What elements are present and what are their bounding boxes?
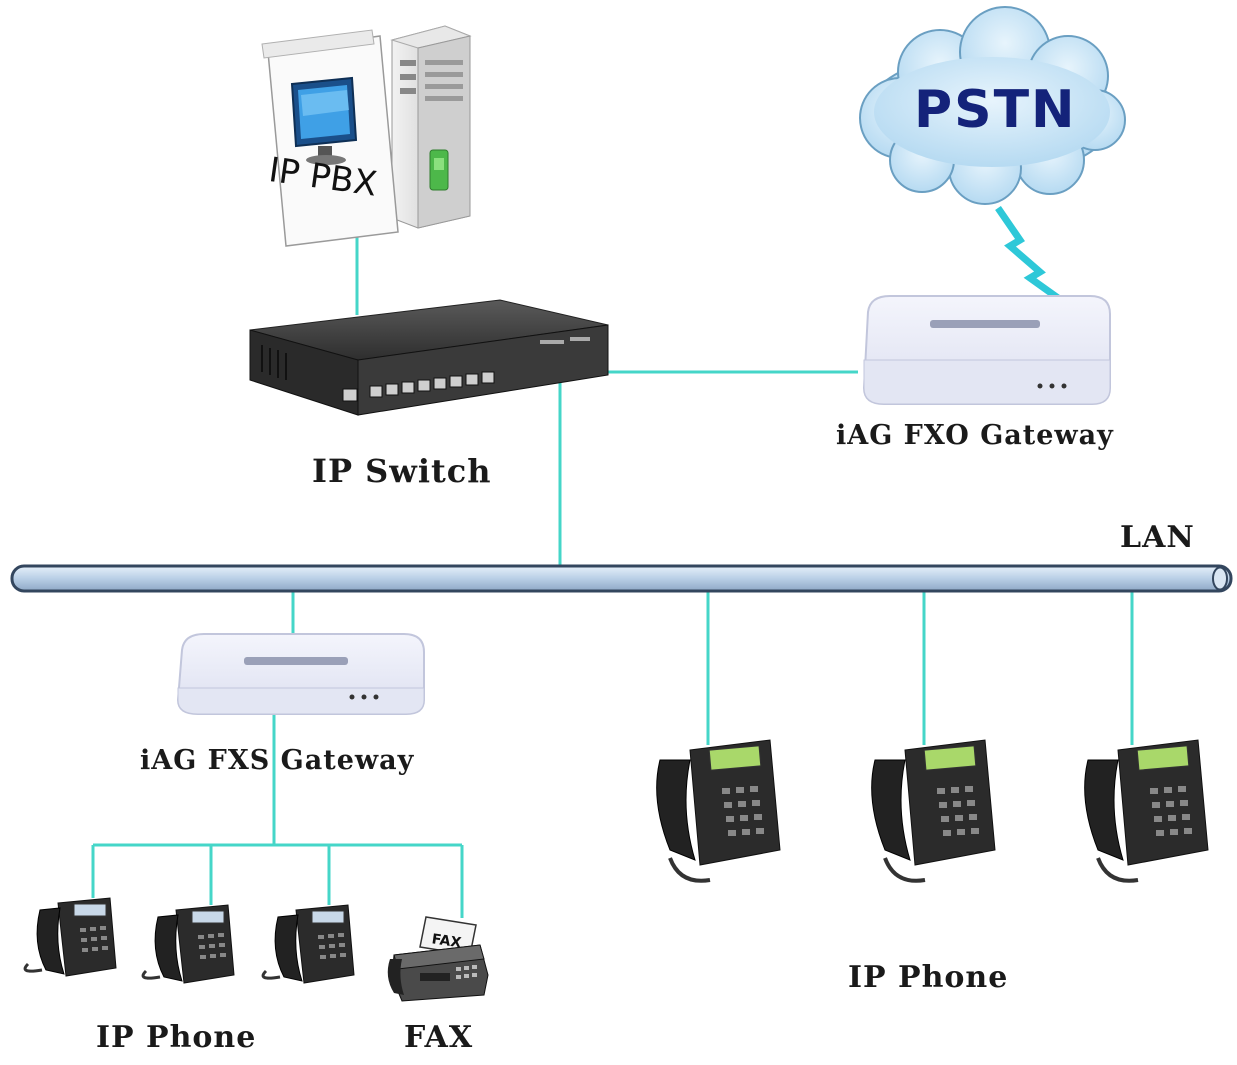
fxs-gateway-label: iAG FXS Gateway (140, 745, 415, 776)
fax-machine: FAX (387, 916, 489, 1002)
ip-phone-small-3 (261, 904, 355, 984)
pstn-cloud (859, 6, 1126, 205)
lightning-icon (995, 206, 1061, 301)
desk-phone-icon (656, 739, 781, 883)
gateway-icon (176, 633, 425, 715)
lan-label: LAN (1120, 520, 1195, 555)
fxo-gateway-label: iAG FXO Gateway (836, 420, 1114, 451)
connection-lines (91, 228, 1134, 918)
desk-phone-icon (1084, 739, 1209, 883)
ip-phone-large-3 (1084, 739, 1209, 883)
ip-pbx (261, 25, 472, 247)
fax-machine-icon: FAX (387, 916, 489, 1002)
ip-phone-large-1 (656, 739, 781, 883)
ip-switch (249, 299, 609, 416)
lan-bus (10, 564, 1233, 593)
gateway-icon (862, 295, 1111, 405)
fxs-gateway (176, 633, 425, 715)
desk-phone-icon (141, 904, 235, 984)
ip-phone-small-1 (23, 897, 117, 977)
ip-phone-large-2 (871, 739, 996, 883)
ip-phone-right-label: IP Phone (848, 960, 1009, 995)
ip-switch-label: IP Switch (312, 452, 492, 490)
ip-phone-left-label: IP Phone (96, 1020, 257, 1055)
fxo-gateway (862, 295, 1111, 405)
fax-label: FAX (404, 1020, 474, 1055)
desk-phone-icon (23, 897, 117, 977)
fax-screen-text: FAX (431, 931, 463, 951)
pstn-label: PSTN (914, 80, 1077, 140)
switch-ports (342, 371, 495, 402)
desk-phone-icon (871, 739, 996, 883)
monitor-icon (290, 76, 358, 165)
server-icon (390, 25, 472, 229)
ip-phone-small-2 (141, 904, 235, 984)
desk-phone-icon (261, 904, 355, 984)
switch-icon (249, 299, 609, 416)
